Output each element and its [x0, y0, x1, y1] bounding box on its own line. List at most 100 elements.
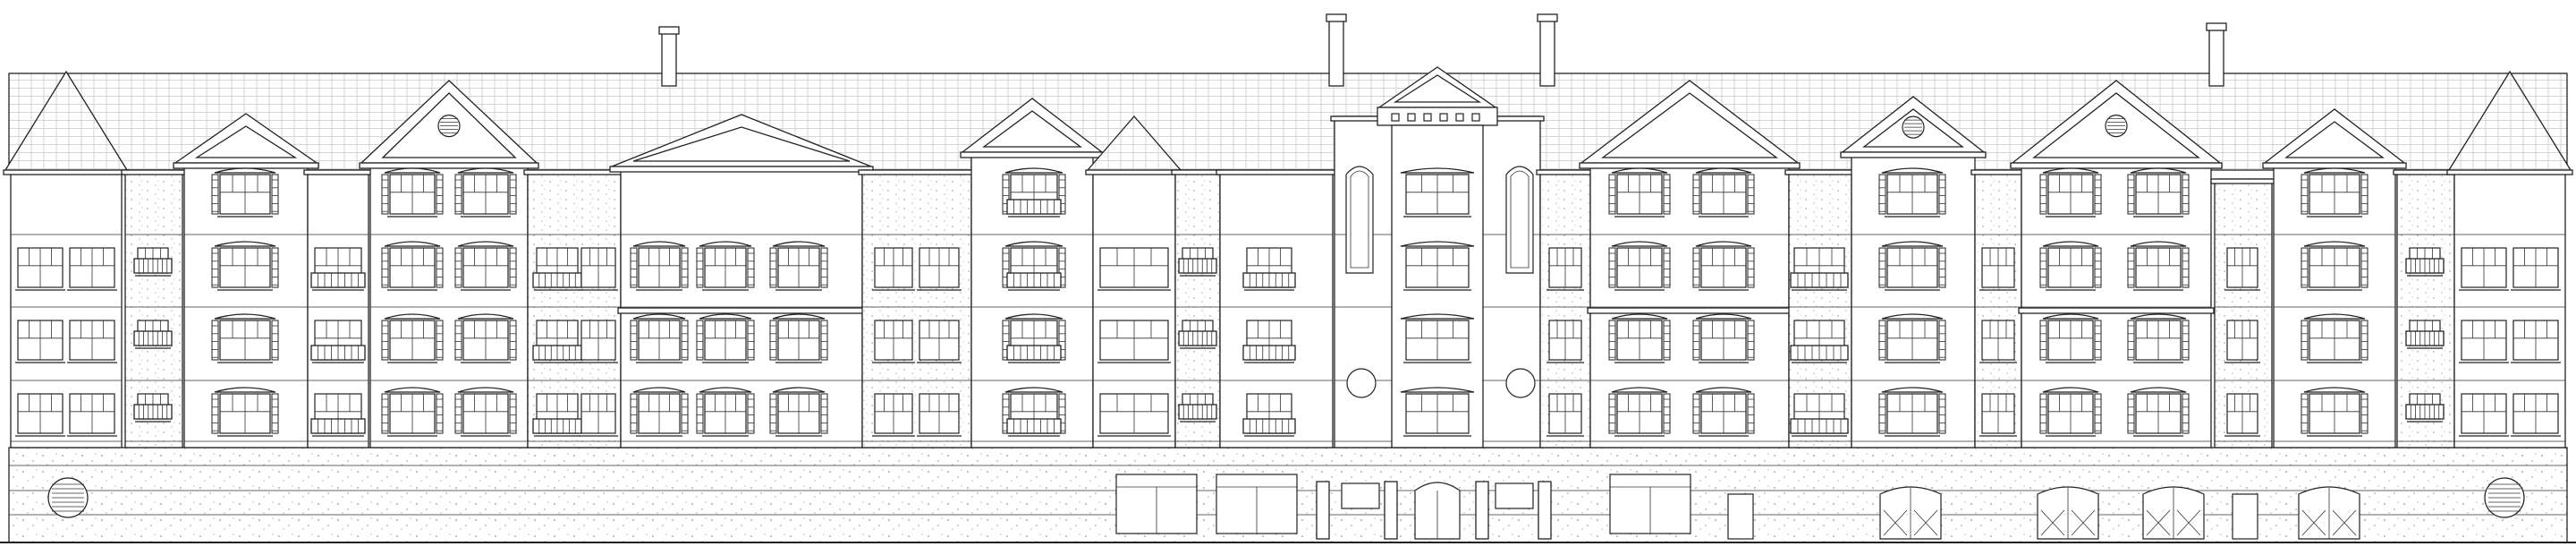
window-shutter [769, 320, 777, 361]
cornice [173, 162, 319, 169]
window [630, 313, 689, 363]
window-head [632, 313, 686, 320]
window-shutter [509, 174, 517, 215]
cornice [1536, 169, 1595, 175]
window [532, 393, 582, 437]
window-shutter [2182, 320, 2190, 361]
window-shutter [271, 320, 279, 361]
window-shutter [2127, 247, 2135, 288]
window [2301, 241, 2368, 291]
cornice [2210, 178, 2276, 184]
window [1790, 393, 1849, 437]
window-shutter [630, 247, 638, 288]
window [696, 241, 755, 291]
window-head [1881, 167, 1944, 174]
window [1242, 247, 1296, 291]
entry-side-window [1495, 482, 1534, 509]
window [917, 247, 962, 291]
window-shutter [1938, 393, 1946, 434]
window-shutter [1692, 393, 1700, 434]
window-shutter [630, 393, 638, 434]
central-tower-details [658, 13, 2227, 448]
window [2039, 241, 2102, 291]
window [1097, 393, 1171, 437]
window [696, 387, 755, 437]
entry-column [1538, 481, 1552, 540]
window [769, 387, 828, 437]
window [2511, 247, 2561, 291]
arched-window [1505, 166, 1534, 274]
window-shutter [681, 247, 689, 288]
window [211, 241, 279, 291]
window-head [2130, 313, 2187, 320]
window [696, 313, 755, 363]
window-head [1611, 241, 1668, 247]
window [1878, 167, 1946, 218]
window [67, 393, 117, 437]
round-window [1505, 368, 1536, 398]
window [2511, 393, 2561, 437]
round-window [1346, 368, 1377, 398]
window-shutter [509, 247, 517, 288]
entry-column [1384, 481, 1398, 540]
window [1878, 313, 1946, 363]
window-head [214, 241, 276, 247]
cornice [1970, 169, 2026, 175]
window [310, 320, 366, 363]
cornice [2446, 169, 2573, 175]
window [2127, 241, 2190, 291]
cornice [609, 166, 874, 173]
cornice [2262, 162, 2407, 169]
window [1878, 387, 1946, 437]
window [2405, 393, 2445, 423]
storefront-window [1216, 474, 1298, 534]
window-head [1695, 241, 1752, 247]
window [872, 393, 915, 437]
window-shutter [2127, 393, 2135, 434]
window [1097, 247, 1171, 291]
cornice [1171, 169, 1224, 175]
pavilion-c [960, 98, 1105, 448]
window [2127, 167, 2190, 218]
window-shutter [211, 320, 219, 361]
window-shutter [1663, 393, 1671, 434]
window-shutter [820, 393, 828, 434]
gable-inner-trim [2032, 92, 2200, 158]
window-shutter [747, 320, 755, 361]
window [1400, 241, 1475, 291]
window-head [457, 387, 514, 393]
window [1002, 387, 1066, 437]
window-shutter [1608, 320, 1616, 361]
window [2459, 320, 2509, 363]
window [1546, 393, 1584, 437]
window [381, 167, 444, 218]
window-shutter [211, 393, 219, 434]
window-shutter [820, 320, 828, 361]
window-shutter [2094, 174, 2102, 215]
window-shutter [2301, 393, 2309, 434]
window-shutter [509, 320, 517, 361]
window-shutter [1663, 320, 1671, 361]
right-tower [2446, 70, 2573, 448]
frieze-block [1471, 113, 1480, 122]
window [133, 320, 173, 349]
chimney [1328, 19, 1344, 87]
window [1979, 247, 2017, 291]
window [1546, 247, 1584, 291]
window [579, 393, 618, 437]
window-shutter [1878, 247, 1886, 288]
window [630, 387, 689, 437]
window-head [1004, 167, 1063, 174]
window-shutter [1608, 393, 1616, 434]
window-head [2130, 241, 2187, 247]
window-shutter [454, 393, 462, 434]
gable-inner-trim [381, 92, 517, 158]
window [1400, 313, 1475, 363]
window [211, 167, 279, 218]
window-head [457, 241, 514, 247]
window [917, 393, 962, 437]
arched-window [1345, 166, 1374, 274]
round-louver-vent [2484, 477, 2525, 518]
window-shutter [1938, 247, 1946, 288]
entry-side-window [1341, 482, 1380, 509]
